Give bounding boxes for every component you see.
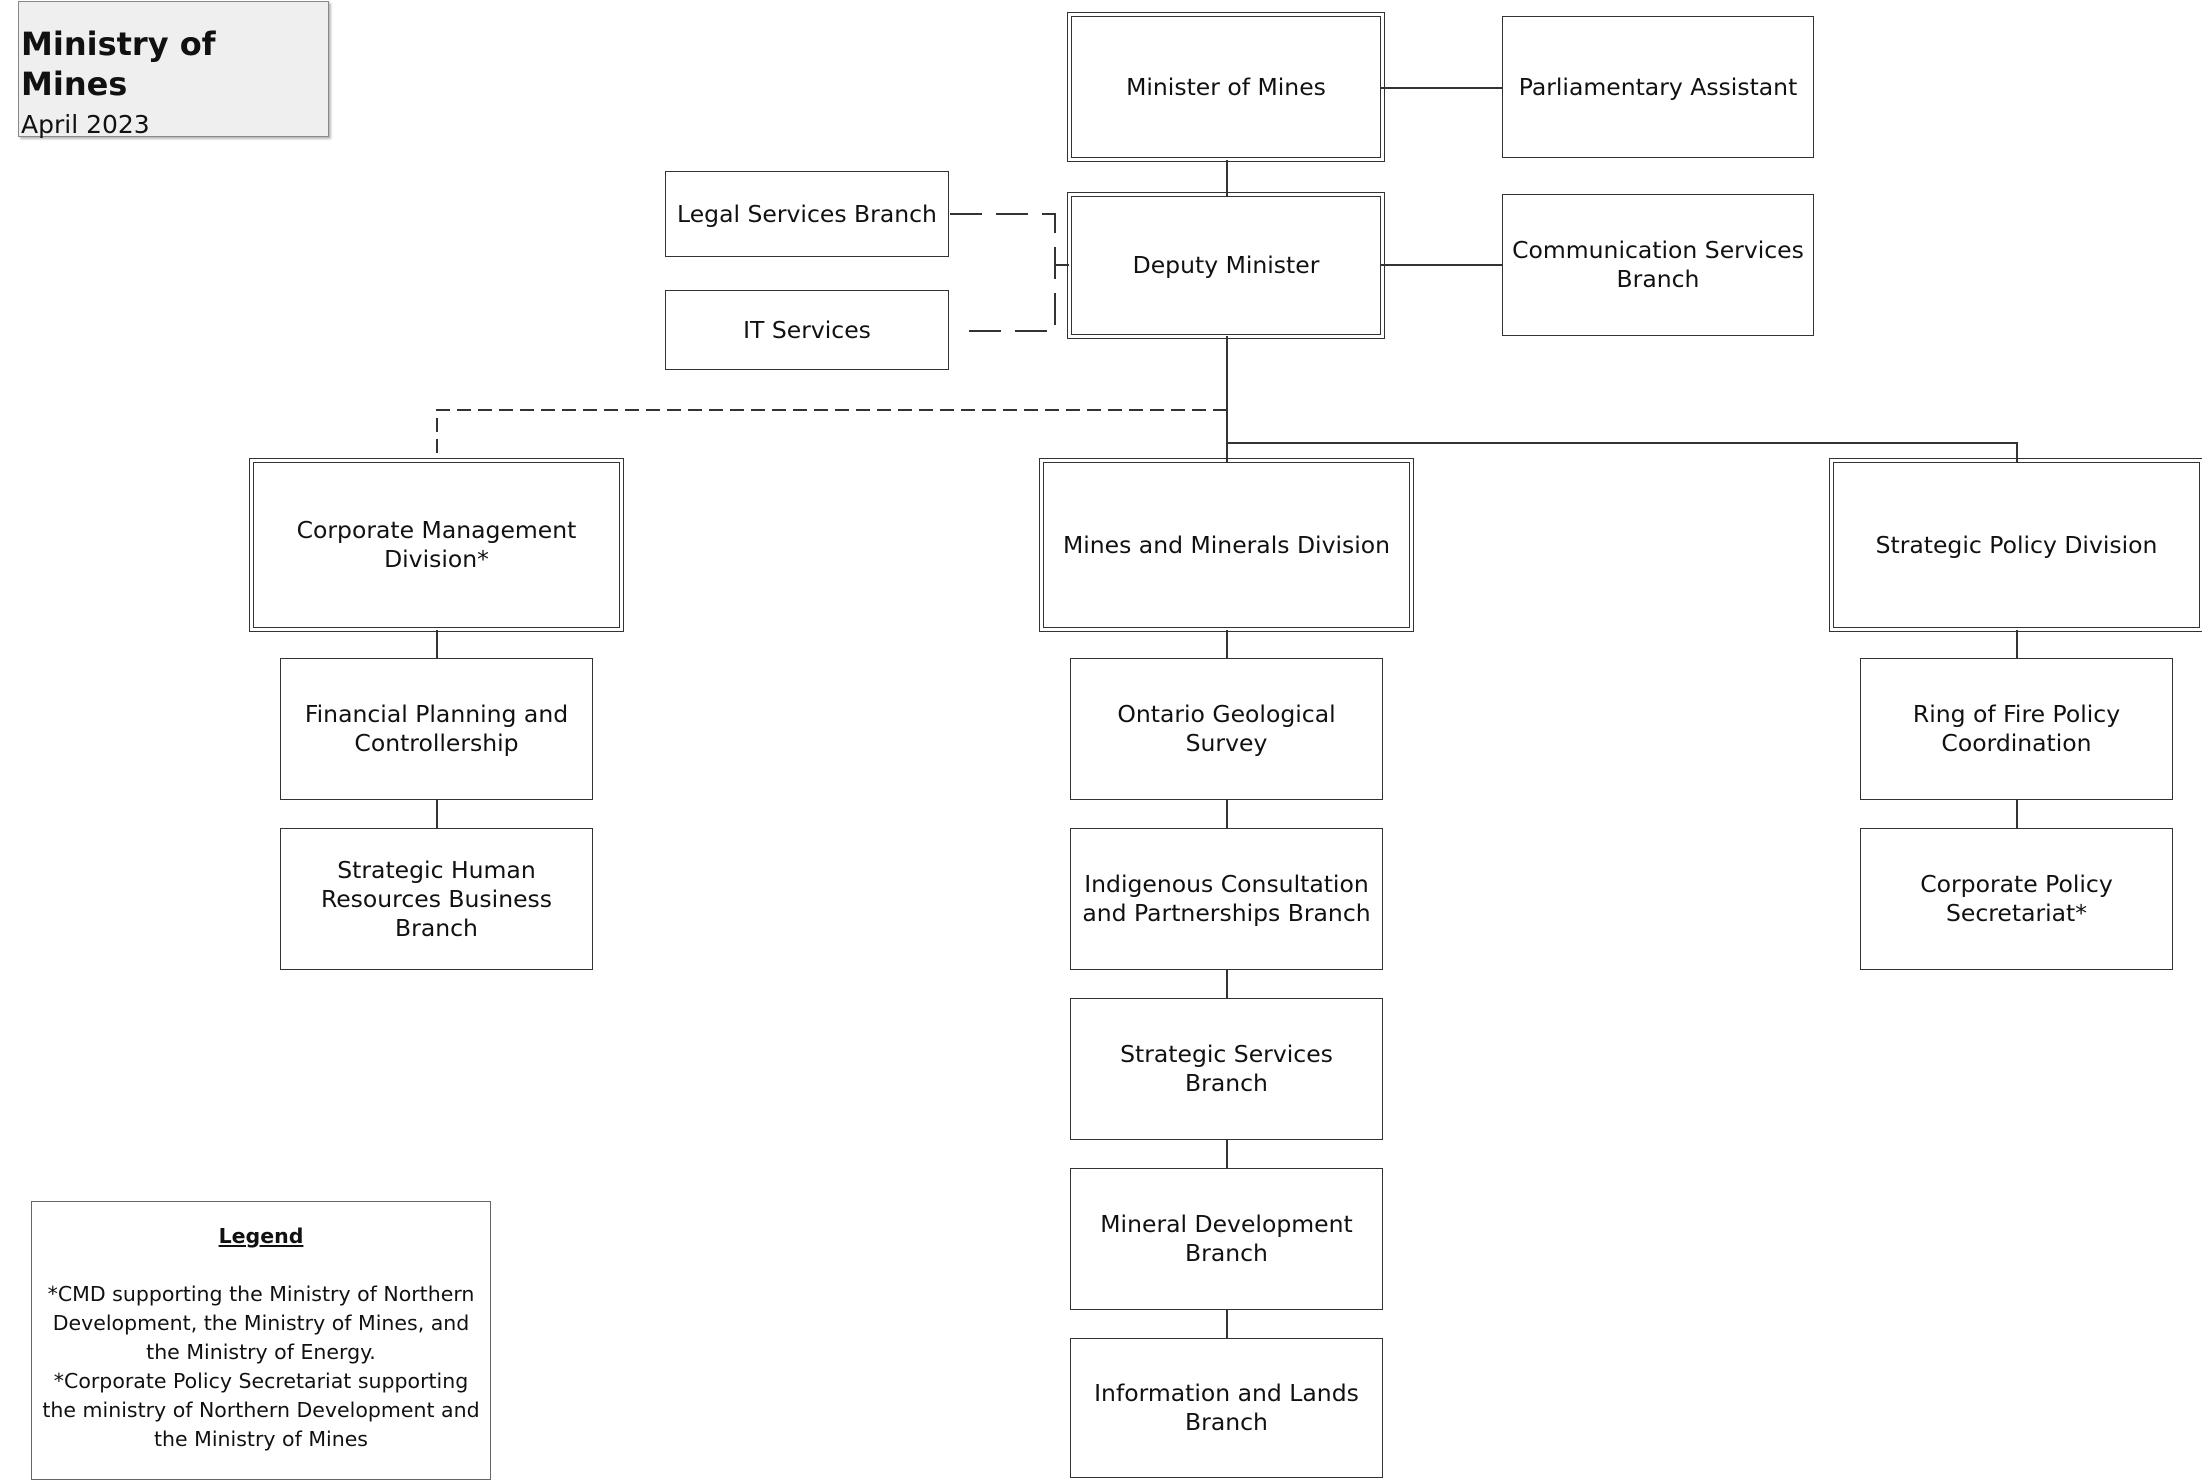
connector-dashed-cmd xyxy=(436,409,1227,460)
chart-date: April 2023 xyxy=(21,110,150,139)
node-corporate-policy: Corporate Policy Secretariat* xyxy=(1860,828,2173,970)
legend-box: Legend *CMD supporting the Ministry of N… xyxy=(31,1201,491,1480)
connector-trunk-spd xyxy=(1227,442,2018,462)
node-deputy-minister: Deputy Minister xyxy=(1067,192,1385,339)
node-legal-services: Legal Services Branch xyxy=(665,171,949,257)
node-parliamentary-assistant: Parliamentary Assistant xyxy=(1502,16,1814,158)
connector-dashed-legal-it xyxy=(950,213,1056,332)
node-strategic-hr: Strategic Human Resources Business Branc… xyxy=(280,828,593,970)
node-strategic-policy: Strategic Policy Division xyxy=(1829,458,2202,632)
legend-note-cps: *Corporate Policy Secretariat supporting… xyxy=(42,1369,480,1451)
node-financial-planning: Financial Planning and Controllership xyxy=(280,658,593,800)
chart-title-box: Ministry of Mines April 2023 xyxy=(18,1,329,139)
chart-title: Ministry of Mines xyxy=(21,25,216,103)
node-indigenous-consultation: Indigenous Consultation and Partnerships… xyxy=(1070,828,1383,970)
legend-note-cmd: *CMD supporting the Ministry of Northern… xyxy=(47,1282,475,1364)
node-ontario-geological: Ontario Geological Survey xyxy=(1070,658,1383,800)
node-strategic-services: Strategic Services Branch xyxy=(1070,998,1383,1140)
node-communication-services: Communication Services Branch xyxy=(1502,194,1814,336)
node-mines-minerals: Mines and Minerals Division xyxy=(1039,458,1414,632)
node-it-services: IT Services xyxy=(665,290,949,370)
node-mineral-development: Mineral Development Branch xyxy=(1070,1168,1383,1310)
node-information-lands: Information and Lands Branch xyxy=(1070,1338,1383,1478)
legend-title: Legend xyxy=(218,1224,304,1248)
node-ring-of-fire: Ring of Fire Policy Coordination xyxy=(1860,658,2173,800)
node-corporate-management: Corporate Management Division* xyxy=(249,458,624,632)
node-minister: Minister of Mines xyxy=(1067,12,1385,162)
